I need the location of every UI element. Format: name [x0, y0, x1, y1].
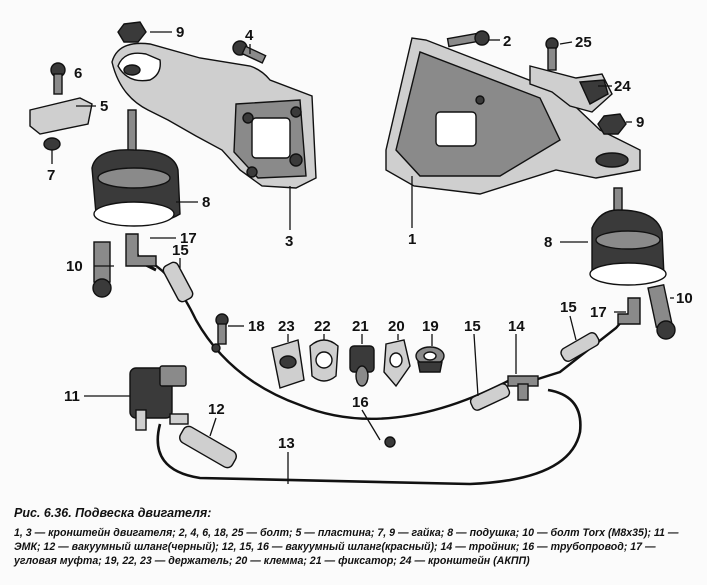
- angle-coupling-right: [617, 297, 641, 325]
- callout-8-left: 8: [202, 194, 210, 211]
- engine-bracket-left: [111, 42, 317, 189]
- callout-24: 24: [614, 78, 631, 95]
- callout-11: 11: [64, 388, 80, 405]
- callout-18: 18: [248, 318, 265, 335]
- bolt-18: [215, 313, 229, 345]
- vacuum-hose-15-left: [162, 261, 194, 303]
- nut-9-top: [117, 21, 147, 43]
- plate-5: [29, 97, 93, 135]
- caption-title: Рис. 6.36. Подвеска двигателя:: [14, 506, 212, 520]
- callout-20: 20: [388, 318, 405, 335]
- emk-valve: [129, 365, 189, 431]
- caption-legend: 1, 3 — кронштейн двигателя; 2, 4, 6, 18,…: [14, 527, 679, 567]
- clamp-20: [383, 339, 411, 388]
- callout-5: 5: [100, 98, 108, 115]
- callout-7: 7: [47, 167, 55, 184]
- holder-22: [309, 339, 339, 382]
- callout-3: 3: [285, 233, 293, 250]
- callout-2: 2: [503, 33, 511, 50]
- tee-14: [507, 375, 539, 401]
- callout-15-mid: 15: [464, 318, 481, 335]
- vacuum-hose-15-mid: [469, 383, 511, 411]
- callout-21: 21: [352, 318, 369, 335]
- engine-bracket-right: [385, 37, 641, 195]
- bolt-4: [232, 40, 267, 64]
- callout-15-left: 15: [172, 242, 189, 259]
- bolt-6: [50, 62, 66, 95]
- nut-7: [43, 137, 61, 151]
- callout-17-right: 17: [590, 304, 607, 321]
- engine-mount-left: [91, 109, 181, 227]
- callout-17-left: 17: [180, 230, 197, 247]
- vacuum-hose-12: [179, 425, 237, 469]
- callout-6: 6: [74, 65, 82, 82]
- holder-23: [271, 339, 305, 389]
- callout-numbers: 9 4 2 25 6 24 5 9 7 8 3 1 17 8 15 10 10 …: [47, 24, 693, 452]
- engine-mount-right: [589, 187, 667, 286]
- callout-10-right: 10: [676, 290, 693, 307]
- callout-12: 12: [208, 401, 225, 418]
- bolt-10-right: [647, 283, 676, 340]
- callout-10-left: 10: [66, 258, 83, 275]
- bolt-25: [545, 37, 559, 71]
- callout-15-right: 15: [560, 299, 577, 316]
- engine-mount-diagram: 9 4 2 25 6 24 5 9 7 8 3 1 17 8 15 10 10 …: [29, 21, 693, 486]
- holder-19: [415, 346, 445, 373]
- angle-coupling-left: [125, 233, 157, 267]
- bolt-10-left: [92, 241, 112, 298]
- pipe-clip-small: [211, 343, 221, 353]
- callout-14: 14: [508, 318, 525, 335]
- callout-9-top: 9: [176, 24, 184, 41]
- callout-4: 4: [245, 27, 254, 44]
- callout-19: 19: [422, 318, 439, 335]
- bolt-2: [446, 30, 490, 48]
- vacuum-hose-15-right: [560, 332, 600, 362]
- callout-1: 1: [408, 231, 416, 248]
- callout-23: 23: [278, 318, 295, 335]
- figure-caption: Рис. 6.36. Подвеска двигателя: 1, 3 — кр…: [14, 506, 694, 568]
- pipe-clip: [384, 436, 396, 448]
- callout-8-right: 8: [544, 234, 552, 251]
- leader-lines: [51, 31, 674, 484]
- callout-16: 16: [352, 394, 369, 411]
- callout-25: 25: [575, 34, 592, 51]
- callout-9-right: 9: [636, 114, 644, 131]
- retainer-21: [349, 345, 375, 387]
- callout-13: 13: [278, 435, 295, 452]
- nut-9-right: [597, 113, 627, 135]
- callout-22: 22: [314, 318, 331, 335]
